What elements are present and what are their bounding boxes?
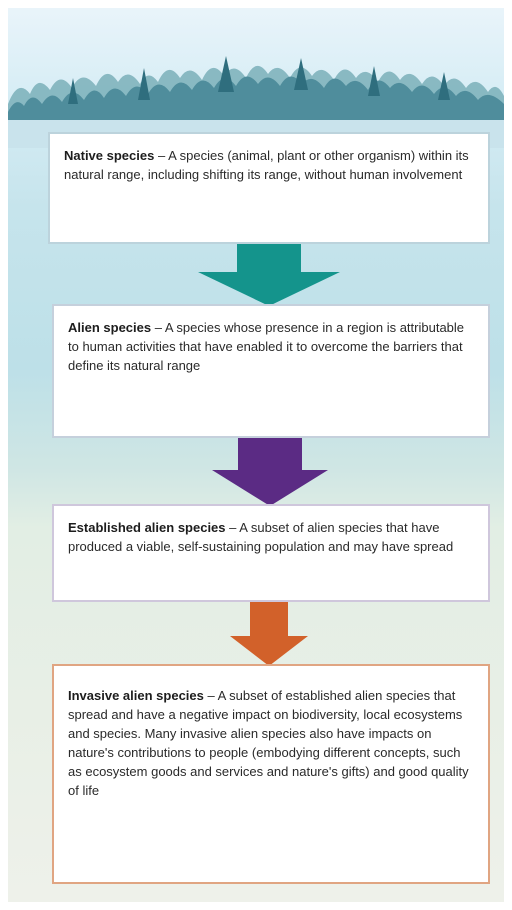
established-alien-species-box: Established alien species – A subset of … <box>52 504 490 602</box>
native-species-term: Native species <box>64 148 155 163</box>
invasive-alien-species-definition: – A subset of established alien species … <box>68 688 469 798</box>
down-arrow-icon <box>198 244 340 306</box>
down-arrow-icon <box>212 438 328 506</box>
alien-species-definition: – A species whose presence in a region i… <box>68 320 465 373</box>
alien-species-box: Alien species – A species whose presence… <box>52 304 490 438</box>
established-alien-species-term: Established alien species <box>68 520 226 535</box>
native-species-definition: – A species (animal, plant or other orga… <box>64 148 469 182</box>
diagram-panel: Native species – A species (animal, plan… <box>8 8 504 902</box>
alien-species-term: Alien species <box>68 320 152 335</box>
established-alien-species-definition: – A subset of alien species that have pr… <box>68 520 454 554</box>
invasive-alien-species-box: Invasive alien species – A subset of est… <box>52 664 490 884</box>
native-species-box: Native species – A species (animal, plan… <box>48 132 490 244</box>
invasive-alien-species-term: Invasive alien species <box>68 688 204 703</box>
treeline-illustration <box>8 56 504 148</box>
down-arrow-icon <box>230 602 308 666</box>
